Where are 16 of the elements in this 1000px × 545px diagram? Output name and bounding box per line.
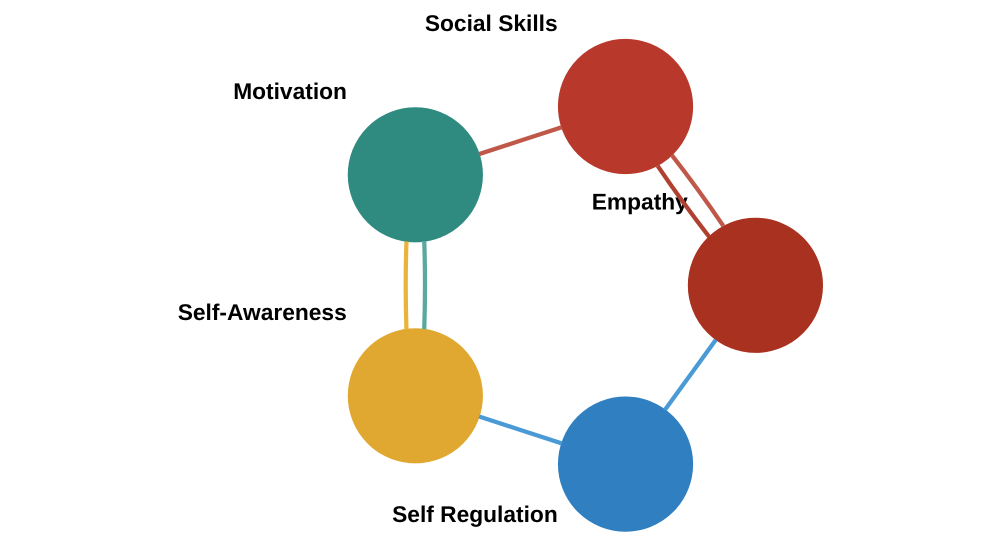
node-label: Social Skills — [424, 10, 558, 36]
connector — [663, 338, 718, 412]
node-circle — [558, 38, 694, 174]
connector — [422, 241, 428, 330]
connector — [478, 414, 563, 446]
connector — [478, 125, 563, 156]
connector — [404, 241, 409, 330]
node-circle — [688, 218, 824, 353]
node-circle — [348, 328, 483, 464]
node-label: Self Regulation — [392, 501, 558, 528]
node-circle — [558, 396, 694, 532]
connector — [656, 164, 711, 238]
node-label: Self-Awareness — [178, 299, 347, 326]
node-circle — [348, 107, 483, 242]
connector — [670, 154, 725, 228]
node-label: Motivation — [233, 78, 347, 104]
